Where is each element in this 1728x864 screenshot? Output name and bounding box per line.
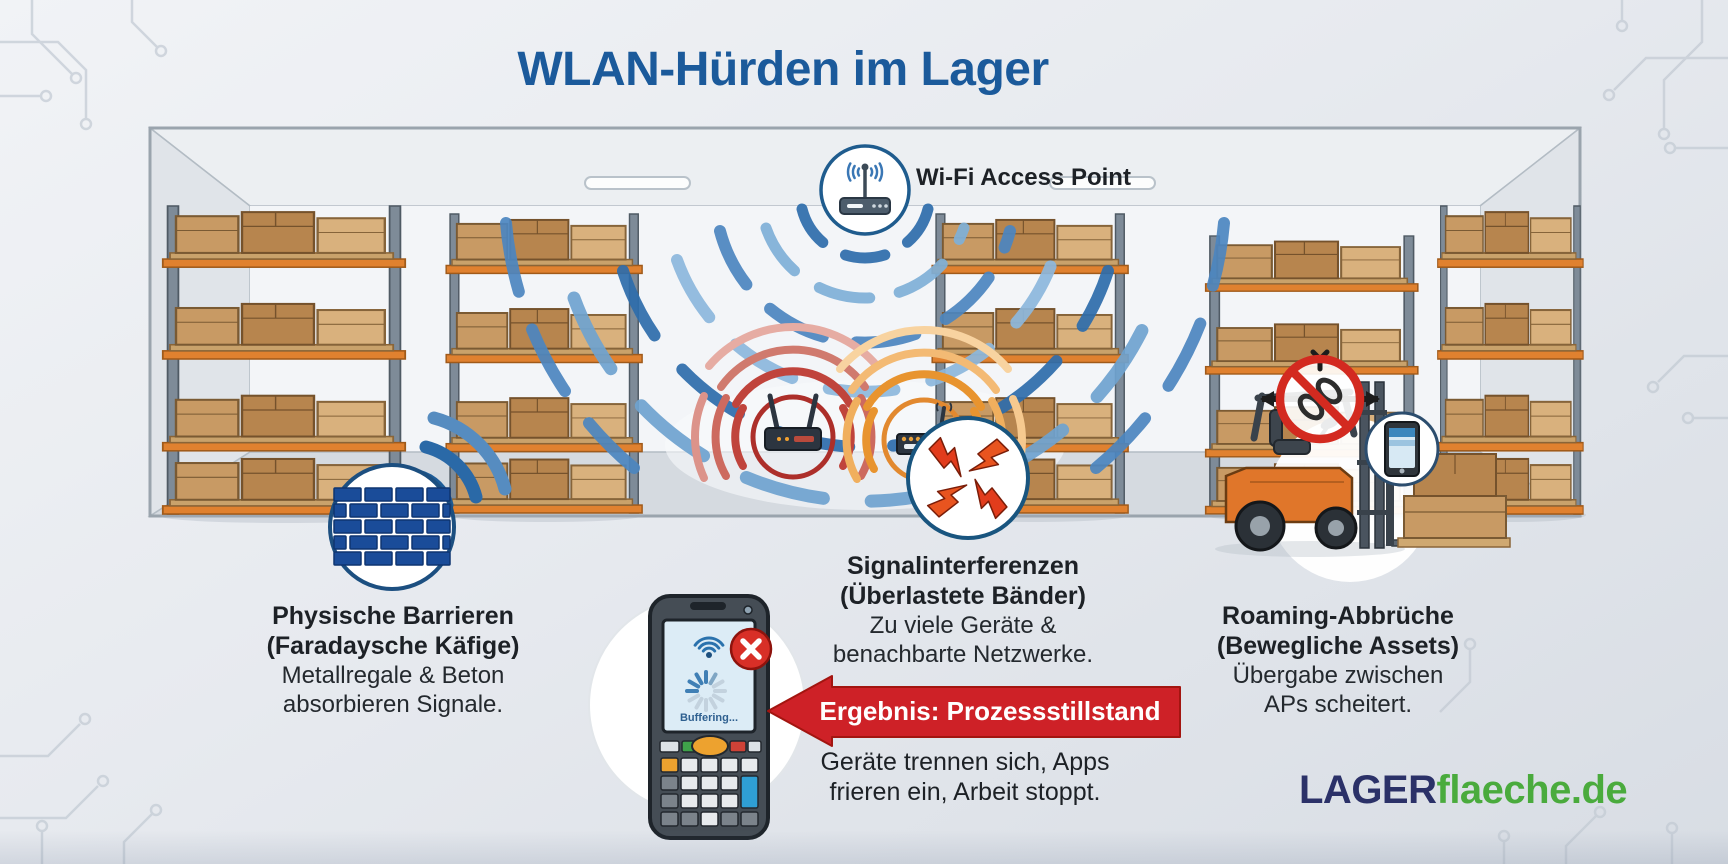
page-title: WLAN-Hürden im Lager xyxy=(517,43,1049,96)
roaming-failure-badge xyxy=(1260,349,1380,444)
result-banner-label: Ergebnis: Prozessstillstand xyxy=(819,695,1161,726)
ceiling-light xyxy=(1049,176,1156,190)
problem-desc-line: Übergabe zwischen xyxy=(1232,662,1444,689)
result-description: Geräte trennen sich, Apps frieren ein, A… xyxy=(805,747,1125,807)
handheld-scanner-badge xyxy=(588,594,806,840)
connection-error-x-icon xyxy=(729,627,773,671)
keypad xyxy=(659,735,762,827)
problem-title-line: (Bewegliche Assets) xyxy=(1216,632,1460,660)
buffering-spinner-icon xyxy=(685,670,727,712)
brick-wall-icon xyxy=(333,487,451,566)
device-status-text: Buffering... xyxy=(679,712,739,724)
brand-logo: LAGERflaeche.de xyxy=(1299,768,1628,813)
problem-title-line: Roaming-Abbrüche xyxy=(1222,602,1454,630)
result-desc-line: Geräte trennen sich, Apps xyxy=(820,748,1110,776)
problem-title-line: (Faradaysche Käfige) xyxy=(266,632,520,660)
brand-logo-primary: LAGER xyxy=(1299,768,1437,812)
brand-logo-secondary: flaeche.de xyxy=(1436,768,1628,812)
problem-title-line: (Überlastete Bänder) xyxy=(840,582,1086,610)
problem-block-roaming: Roaming-Abbrüche (Bewegliche Assets) Übe… xyxy=(1178,601,1498,719)
wifi-access-point-badge xyxy=(819,144,911,236)
tablet-badge xyxy=(1364,411,1440,487)
physical-barrier-badge xyxy=(328,463,456,591)
problem-title-line: Physische Barrieren xyxy=(272,602,514,630)
problem-block-interference: Signalinterferenzen (Überlastete Bänder)… xyxy=(803,551,1123,669)
problem-desc-line: APs scheitert. xyxy=(1263,691,1413,718)
handheld-scanner xyxy=(648,594,773,840)
ceiling-light xyxy=(584,176,691,190)
wifi-signal-arcs xyxy=(500,203,1230,508)
problem-desc-line: Zu viele Geräte & xyxy=(869,612,1057,639)
interference-orange-arcs xyxy=(836,326,1026,485)
bottom-fade-decoration xyxy=(0,830,1728,864)
problem-desc-line: absorbieren Signale. xyxy=(282,691,504,718)
rogue-router-icon xyxy=(764,393,822,451)
tablet-icon xyxy=(1384,421,1420,477)
result-desc-line: frieren ein, Arbeit stoppt. xyxy=(829,778,1101,806)
result-arrow-banner xyxy=(767,675,1181,747)
screen-wifi-icon xyxy=(693,636,725,653)
problem-block-physical-barriers: Physische Barrieren (Faradaysche Käfige)… xyxy=(233,601,553,719)
wifi-router-icon xyxy=(839,162,891,215)
problem-desc-line: Metallregale & Beton xyxy=(281,662,505,689)
interference-bolts-badge xyxy=(906,416,1030,540)
pallet-stack xyxy=(1397,453,1511,548)
problem-desc-line: benachbarte Netzwerke. xyxy=(832,641,1094,668)
problem-title-line: Signalinterferenzen xyxy=(847,552,1079,580)
access-point-label: Wi-Fi Access Point xyxy=(916,164,1131,191)
